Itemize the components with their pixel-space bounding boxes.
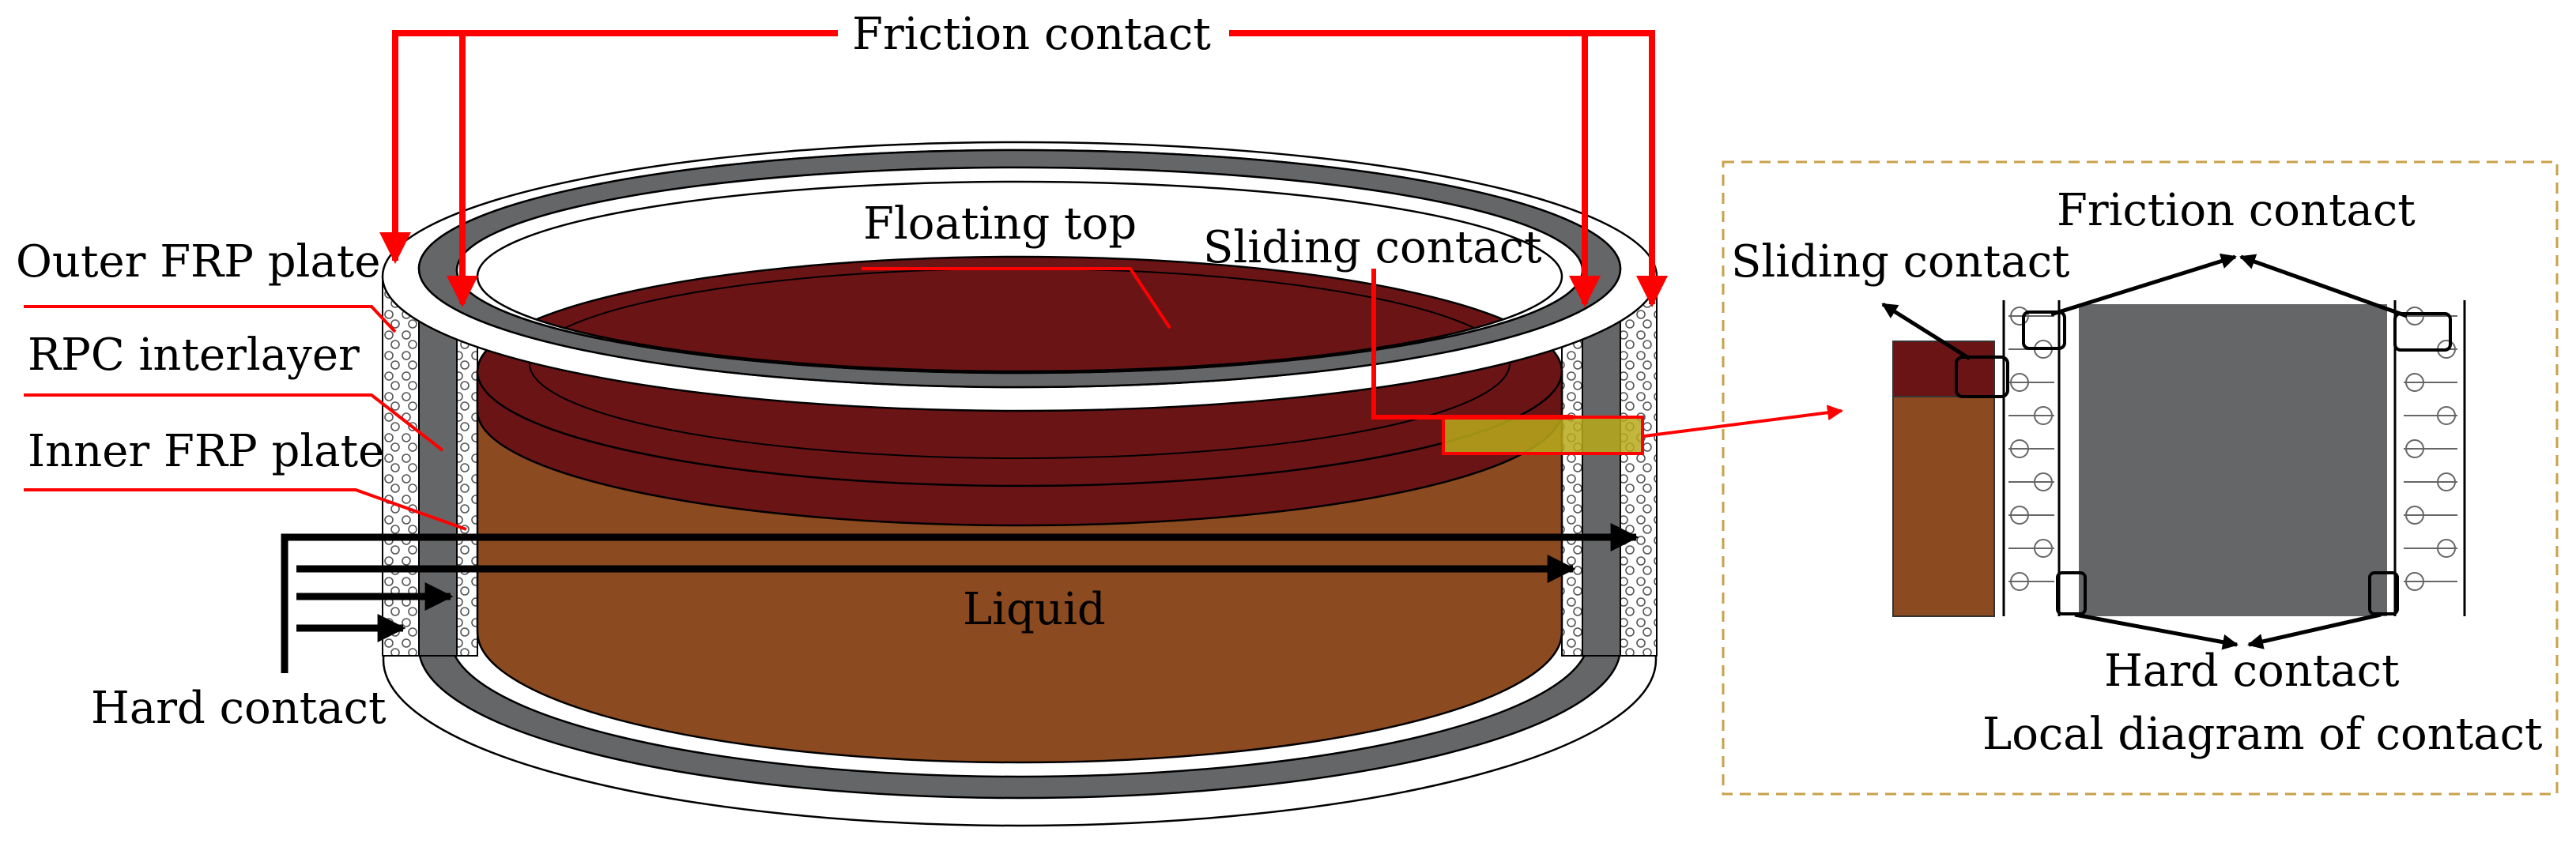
hard-box-right bbox=[2368, 571, 2399, 615]
detail-floating-top bbox=[1892, 341, 1995, 397]
liquid-label: Liquid bbox=[963, 584, 1106, 635]
detail-sliding-label: Sliding contact bbox=[1731, 236, 2070, 288]
outer-frp-leader bbox=[24, 305, 397, 333]
sliding-contact-leader bbox=[1371, 269, 1573, 420]
friction-annotation bbox=[379, 30, 1668, 307]
tank bbox=[381, 141, 1658, 827]
inner-frp-label: Inner FRP plate bbox=[28, 426, 384, 477]
hard-box-left bbox=[2056, 571, 2087, 615]
inner-frp-leader bbox=[24, 488, 467, 531]
friction-box-left bbox=[2022, 310, 2066, 350]
rpc-interlayer-label: RPC interlayer bbox=[28, 329, 360, 381]
friction-contact-label: Friction contact bbox=[852, 9, 1211, 60]
detail-panel: Friction contact Sliding contact Hard co… bbox=[1722, 160, 2559, 796]
hard-contact-label: Hard contact bbox=[91, 683, 387, 734]
rpc-interlayer-leader bbox=[24, 393, 444, 452]
detail-arrow bbox=[1643, 405, 1843, 438]
detail-hard-label: Hard contact bbox=[2104, 645, 2400, 697]
detail-border bbox=[1722, 160, 2559, 796]
detail-friction-label: Friction contact bbox=[2057, 185, 2416, 236]
detail-gray-plate bbox=[2079, 304, 2387, 616]
sliding-contact-label: Sliding contact bbox=[1203, 222, 1542, 273]
hard-contact-arrows bbox=[281, 523, 1639, 673]
local-diagram-label: Local diagram of contact bbox=[1982, 709, 2543, 760]
friction-box-right bbox=[2393, 312, 2452, 352]
outer-frp-label: Outer FRP plate bbox=[16, 236, 380, 288]
outer-wall-right bbox=[1620, 276, 1658, 657]
detail-liquid bbox=[1892, 394, 1995, 617]
sliding-contact-highlight bbox=[1442, 416, 1644, 455]
floating-top-label: Floating top bbox=[863, 198, 1137, 250]
floating-top-leader bbox=[862, 267, 1171, 329]
detail-arrows bbox=[1881, 253, 2408, 650]
sliding-contact-box bbox=[1955, 356, 2009, 398]
